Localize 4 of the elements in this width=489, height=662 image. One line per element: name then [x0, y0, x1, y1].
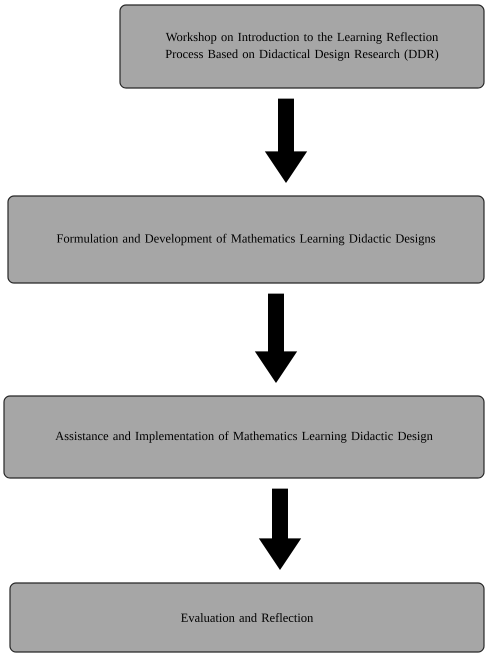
process-box: Evaluation and Reflection	[9, 582, 485, 653]
process-box: Formulation and Development of Mathematics Learning Didactic Designs	[7, 195, 485, 284]
process-box: Assistance and Implementation of Mathematics Learning Didactic Design	[3, 395, 485, 479]
process-box: Workshop on Introduction to the Learning Reflection Process Based on Didactical Design Research (DDR)	[119, 4, 485, 89]
